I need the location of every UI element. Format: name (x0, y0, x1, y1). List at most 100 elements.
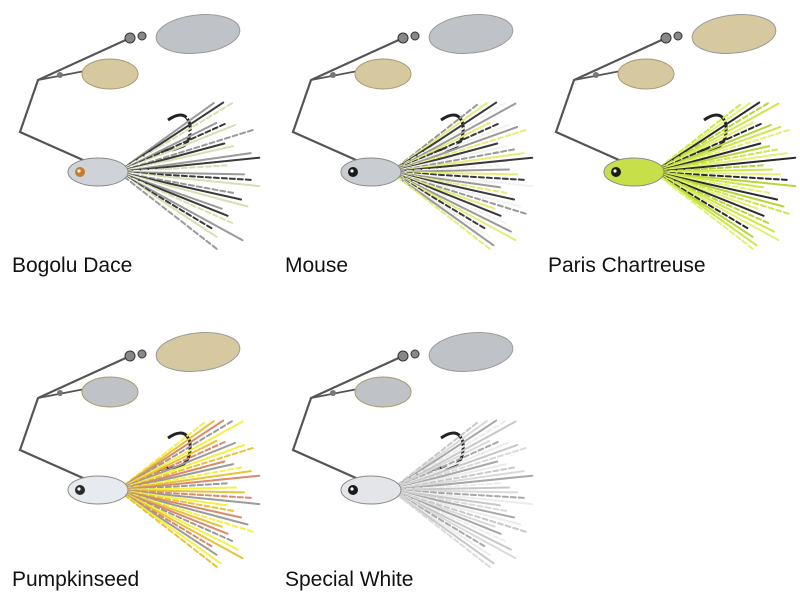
skirt-strand (117, 419, 234, 491)
lure-tile-pumpkinseed: Pumpkinseed (0, 318, 270, 608)
wire-arm (18, 354, 131, 492)
eye-highlight (613, 169, 617, 173)
lure-name-label: Paris Chartreuse (548, 254, 706, 277)
eye-highlight (350, 487, 354, 491)
skirt-strand (117, 126, 246, 173)
skirt-strand (117, 171, 220, 250)
large-blade (155, 332, 241, 372)
large-blade (428, 332, 514, 372)
swivel (137, 349, 147, 359)
lure-head (603, 157, 665, 187)
lure-tile-paris-chartreuse: Paris Chartreuse (536, 0, 800, 290)
skirt-strand (117, 171, 253, 181)
skirt-strand (390, 489, 526, 499)
wire-arm (18, 36, 131, 174)
skirt-strand (390, 171, 522, 208)
lure-name-label: Special White (285, 568, 414, 591)
lure-name-label: Bogolu Dace (12, 254, 133, 277)
bead (57, 72, 63, 78)
lure-head (67, 475, 129, 505)
skirt (390, 419, 534, 568)
skirt-strand (117, 171, 244, 242)
eye-highlight (77, 487, 81, 491)
skirt-strand (653, 171, 789, 181)
eye-highlight (350, 169, 354, 173)
wire-arm (291, 36, 404, 174)
small-blade (354, 376, 412, 408)
spinnerbait-image (554, 14, 797, 250)
skirt-strand (653, 156, 797, 173)
lure-head (340, 157, 402, 187)
wire-arm (291, 354, 404, 492)
skirt-strand (653, 101, 770, 173)
small-blade (81, 58, 139, 90)
bead (330, 72, 336, 78)
lure-name-label: Pumpkinseed (12, 568, 140, 591)
spinnerbait-image (291, 14, 534, 250)
lure-tile-bogolu-dace: Bogolu Dace (0, 0, 270, 290)
swivel (410, 349, 420, 359)
skirt-strand (117, 474, 261, 491)
small-blade (354, 58, 412, 90)
bead (593, 72, 599, 78)
skirt-strand (390, 101, 507, 173)
skirt-strand (653, 171, 780, 242)
spinnerbait-image (18, 14, 261, 250)
wire-arm (310, 387, 364, 399)
skirt-strand (117, 444, 246, 491)
wire-arm (310, 69, 364, 81)
lure-head (67, 157, 129, 187)
skirt (653, 101, 797, 250)
small-blade (81, 376, 139, 408)
spinnerbait-image (18, 332, 261, 568)
skirt-strand (117, 489, 220, 568)
large-blade (428, 14, 514, 54)
wire-arm (554, 36, 667, 174)
skirt-strand (390, 171, 526, 181)
swivel (137, 31, 147, 41)
skirt-strand (390, 444, 519, 491)
bead (330, 390, 336, 396)
spinnerbait-image (291, 332, 534, 568)
skirt-strand (653, 126, 782, 173)
skirt (117, 101, 261, 250)
skirt-strand (117, 171, 249, 208)
swivel (673, 31, 683, 41)
swivel (397, 350, 409, 362)
skirt-strand (117, 489, 249, 526)
skirt-strand (117, 489, 253, 499)
wire-arm (573, 69, 627, 81)
skirt-strand (390, 156, 534, 173)
lure-tile-special-white: Special White (273, 318, 543, 608)
swivel (660, 32, 672, 44)
skirt-strand (653, 171, 785, 208)
skirt-strand (390, 126, 519, 173)
skirt (390, 101, 534, 250)
lure-tile-mouse: Mouse (273, 0, 543, 290)
swivel (397, 32, 409, 44)
skirt-strand (390, 489, 517, 560)
lure-head (340, 475, 402, 505)
bead (57, 390, 63, 396)
skirt-strand (653, 171, 756, 250)
swivel (124, 350, 136, 362)
eye-highlight (77, 169, 81, 173)
large-blade (155, 14, 241, 54)
large-blade (691, 14, 777, 54)
swivel (410, 31, 420, 41)
small-blade (617, 58, 675, 90)
skirt-strand (390, 489, 522, 526)
skirt-strand (390, 419, 507, 491)
skirt (117, 419, 261, 568)
skirt-strand (390, 474, 534, 491)
lure-name-label: Mouse (285, 254, 349, 277)
skirt-strand (117, 101, 234, 173)
wire-arm (37, 387, 91, 399)
skirt-strand (390, 171, 493, 250)
skirt-strand (390, 171, 517, 242)
swivel (124, 32, 136, 44)
wire-arm (37, 69, 91, 81)
skirt-strand (117, 156, 261, 173)
skirt-strand (390, 489, 493, 568)
skirt-strand (117, 489, 244, 560)
